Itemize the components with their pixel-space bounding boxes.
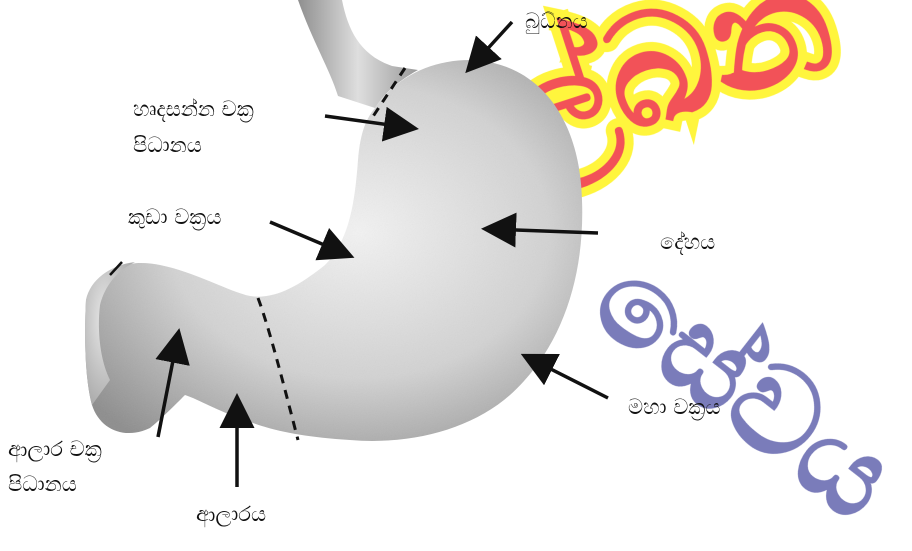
label-body: දේහය bbox=[660, 225, 715, 259]
label-fundus: බුධ්නය bbox=[525, 4, 588, 38]
watermark-text-bottom: සේවය bbox=[568, 228, 912, 547]
label-cardiac-sphincter-line1: හෘදසන්න චක්‍ර bbox=[133, 92, 254, 126]
arrow-lesser-curvature bbox=[270, 222, 348, 255]
label-lesser-curvature: කුඩා වක්‍රය bbox=[128, 200, 221, 234]
label-pyloric-sphincter-line2: පිධානය bbox=[8, 467, 77, 501]
arrow-greater-curvature bbox=[527, 357, 608, 398]
label-pylorus: ආලාරය bbox=[196, 497, 266, 531]
label-pyloric-sphincter-line1: ආලාර චක්‍ර bbox=[8, 432, 102, 466]
label-greater-curvature: මහා වක්‍රය bbox=[628, 390, 720, 424]
label-cardiac-sphincter-line2: පිධානය bbox=[133, 128, 202, 162]
